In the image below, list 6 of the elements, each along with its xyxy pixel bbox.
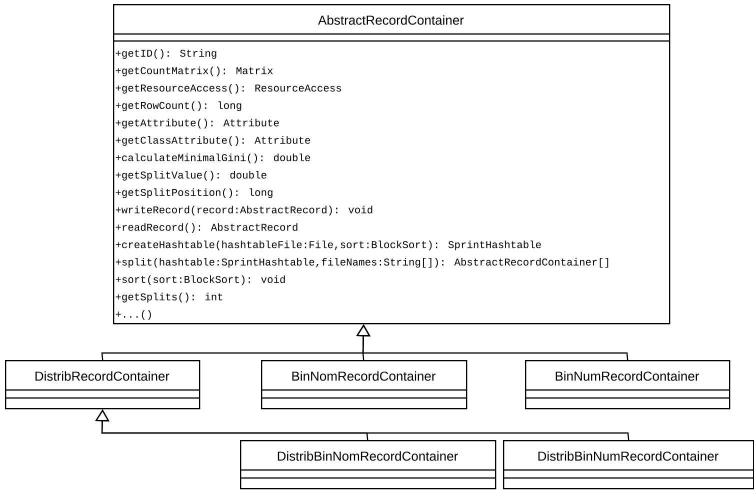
class-box: DistribBinNomRecordContainer — [240, 440, 496, 490]
class-box: AbstractRecordContainer +getID(): String +getCountMatrix(): Matrix +getResourceAccess(): ResourceAccess +getRowCount(): long +getAttribute(): Attribute +getClassAttribute(): Attribute +calculateMinimalGini(): double +getSplitValue(): double +getSplitPosition(): long +writeRecord(record:AbstractRecord): void +readRecord(): AbstractRecord +createHashtable(hashtableFile:File,sort:BlockSort): SprintHashtable +split(hashtable:SprintHashtable,fileNames:String[]): AbstractRecordContainer[] +sort(sort:BlockSort): void +getSplits(): int +...() — [113, 4, 670, 324]
class-box: BinNumRecordContainer — [525, 360, 730, 410]
class-box: DistribRecordContainer — [5, 360, 200, 410]
class-box: DistribBinNumRecordContainer — [503, 440, 754, 490]
class-box: BinNomRecordContainer — [261, 360, 468, 410]
